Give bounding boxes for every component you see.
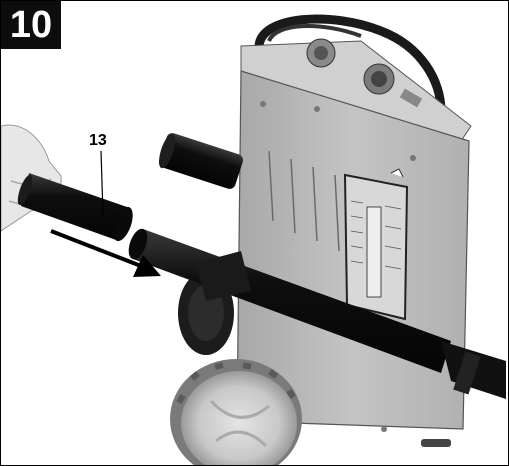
direction-arrow-head	[133, 255, 161, 277]
vent-slots	[268, 150, 340, 252]
housing-foot	[421, 439, 451, 447]
gauge-window	[366, 206, 382, 298]
tube-bracket	[196, 251, 251, 301]
screw	[260, 101, 266, 107]
figure-number-badge: 10	[1, 1, 61, 49]
screw	[314, 106, 320, 112]
hose-loop	[254, 14, 446, 112]
screw	[381, 426, 387, 432]
direction-arrow-shaft	[50, 229, 142, 268]
loose-tube-section	[21, 173, 127, 241]
screw	[410, 155, 416, 161]
part-callout-label: 13	[89, 132, 107, 149]
callout-leader	[100, 150, 104, 216]
rear-tube-stub	[158, 133, 244, 189]
loose-tube-opening	[113, 206, 133, 242]
